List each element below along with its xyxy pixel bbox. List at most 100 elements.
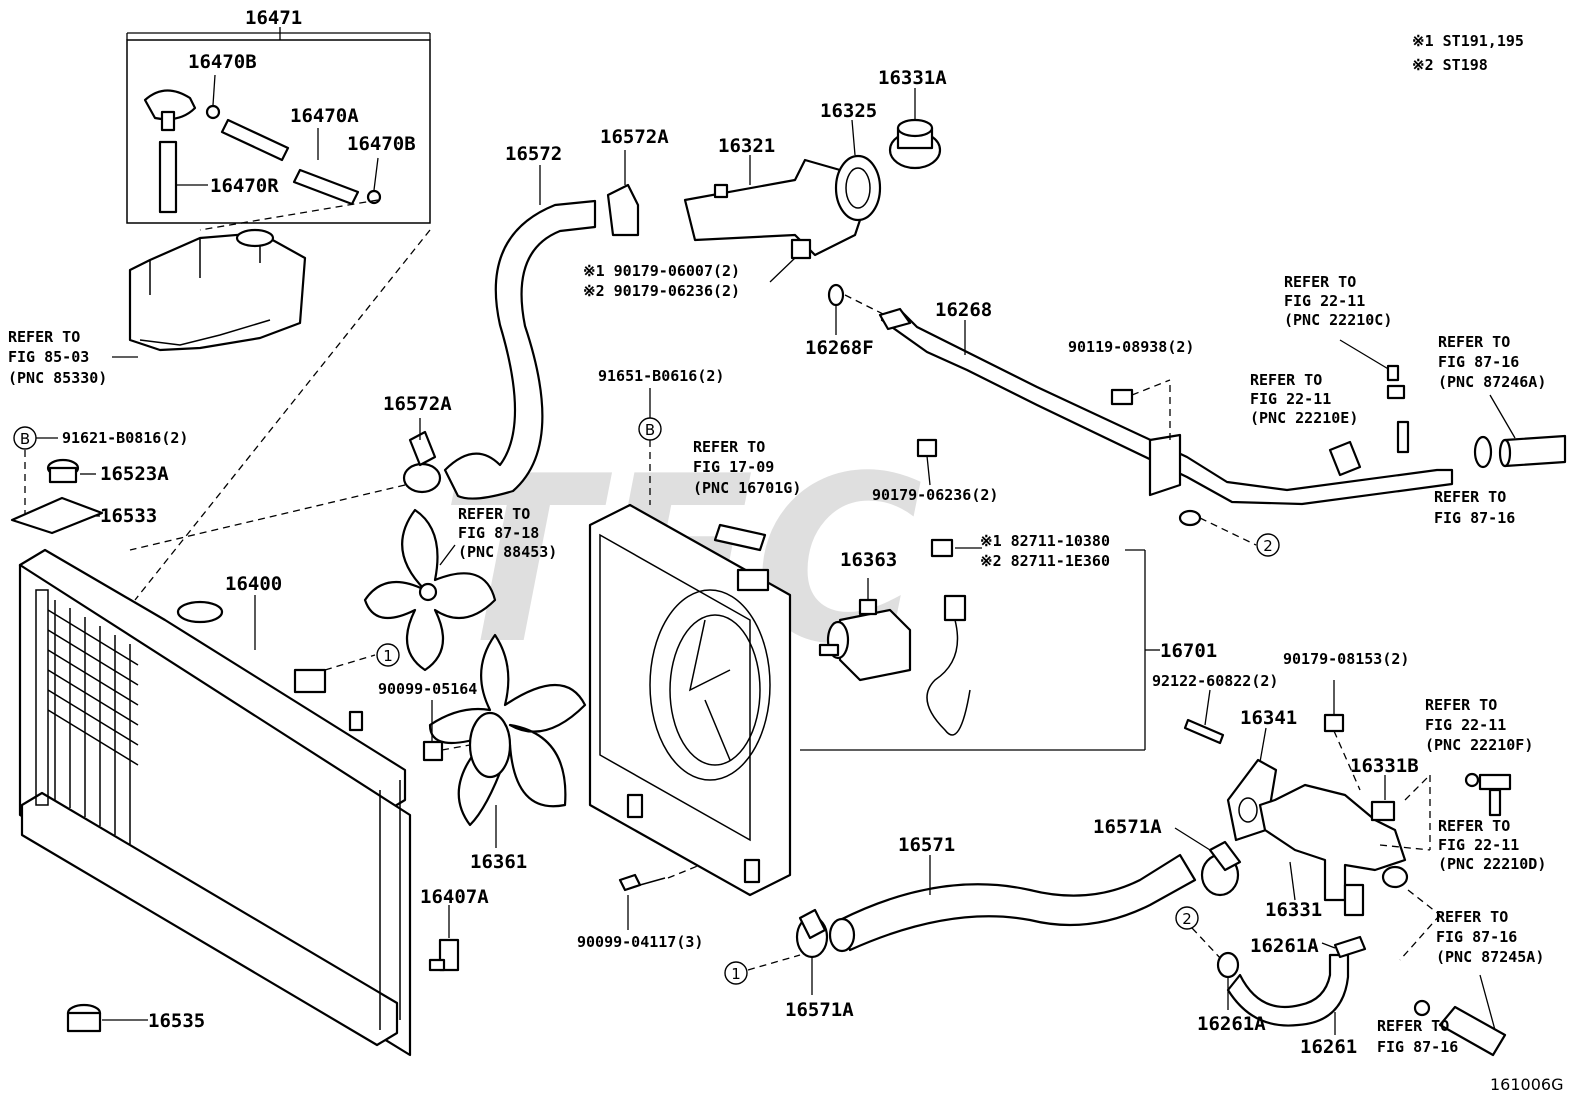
ref-16701G: REFER TO FIG 17-09 (PNC 16701G) xyxy=(693,438,801,497)
stud-92122 xyxy=(1183,718,1225,745)
svg-text:(PNC 87246A): (PNC 87246A) xyxy=(1438,373,1546,391)
label-90179-08153: 90179-08153(2) xyxy=(1283,650,1409,668)
svg-text:1: 1 xyxy=(731,965,741,983)
cushion-16523A xyxy=(46,458,80,484)
fan-ref-88453 xyxy=(363,508,497,672)
svg-text:(PNC 22210D): (PNC 22210D) xyxy=(1438,855,1546,873)
label-16571: 16571 xyxy=(898,834,955,856)
hose-16261 xyxy=(1226,953,1350,1027)
nut-90179-08153 xyxy=(1323,713,1345,733)
marker-b-left: B xyxy=(13,426,37,450)
svg-text:B: B xyxy=(645,421,655,439)
label-16361: 16361 xyxy=(470,851,527,873)
marker-1-lower: 1 xyxy=(724,961,748,985)
cushion-16535 xyxy=(66,1003,102,1033)
hose-clamp-16572A-lower xyxy=(402,430,442,494)
svg-text:(PNC 87245A): (PNC 87245A) xyxy=(1436,948,1544,966)
svg-text:REFER TO: REFER TO xyxy=(1284,273,1356,291)
label-90099-04117: 90099-04117(3) xyxy=(577,933,703,951)
label-16363: 16363 xyxy=(840,549,897,571)
label-16261: 16261 xyxy=(1300,1036,1357,1058)
ref-88453: REFER TO FIG 87-18 (PNC 88453) xyxy=(458,505,557,561)
label-16535: 16535 xyxy=(148,1010,205,1032)
label-90179-06236-a: ※2 90179-06236(2) xyxy=(583,282,740,300)
svg-text:REFER TO: REFER TO xyxy=(1377,1017,1449,1035)
water-inlet-16331 xyxy=(1258,783,1409,917)
reservoir-cap-part xyxy=(143,89,197,132)
note-st191: ※1 ST191,195 xyxy=(1412,32,1524,50)
pipe-stub-22210C xyxy=(1386,364,1400,382)
label-16331B: 16331B xyxy=(1350,755,1419,777)
ref-22210E: REFER TO FIG 22-11 (PNC 22210E) xyxy=(1250,371,1358,427)
water-bypass-pipe-16268 xyxy=(878,307,1454,527)
hose-clamp-16571A-lower xyxy=(795,908,829,959)
label-16470A: 16470A xyxy=(290,105,359,127)
ref-22210D: REFER TO FIG 22-11 (PNC 22210D) xyxy=(1438,817,1546,873)
label-16701: 16701 xyxy=(1160,640,1217,662)
hose-87246A xyxy=(1473,434,1567,469)
svg-text:REFER TO: REFER TO xyxy=(458,505,530,523)
label-16572A-upper: 16572A xyxy=(600,126,669,148)
stub-22210E xyxy=(1396,420,1410,454)
coolant-reservoir-tank xyxy=(128,228,307,352)
figure-code: 161006G xyxy=(1490,1075,1563,1094)
label-16470R: 16470R xyxy=(210,175,279,197)
svg-text:(PNC 22210E): (PNC 22210E) xyxy=(1250,409,1358,427)
svg-text:1: 1 xyxy=(383,647,393,665)
upper-radiator-hose-16572 xyxy=(443,199,597,500)
bolt-90179 xyxy=(790,238,812,260)
svg-text:FIG 17-09: FIG 17-09 xyxy=(693,458,774,476)
svg-text:FIG 87-16: FIG 87-16 xyxy=(1438,353,1519,371)
svg-text:FIG 87-16: FIG 87-16 xyxy=(1377,1038,1458,1056)
fan-shroud-16701 xyxy=(588,503,792,897)
ref-22210F: REFER TO FIG 22-11 (PNC 22210F) xyxy=(1425,696,1533,754)
svg-text:REFER TO: REFER TO xyxy=(1436,908,1508,926)
svg-text:2: 2 xyxy=(1263,537,1273,555)
svg-text:FIG 87-16: FIG 87-16 xyxy=(1436,928,1517,946)
nut-90099-05164 xyxy=(422,740,444,762)
svg-text:FIG 87-18: FIG 87-18 xyxy=(458,524,539,542)
label-16268: 16268 xyxy=(935,299,992,321)
marker-2-upper: 2 xyxy=(1256,533,1280,557)
stub-22210D xyxy=(1488,788,1502,817)
hose-clamp-16571A-right xyxy=(1200,840,1242,897)
svg-text:REFER TO: REFER TO xyxy=(1250,371,1322,389)
svg-text:REFER TO: REFER TO xyxy=(1425,696,1497,714)
ref-85330: REFER TO FIG 85-03 (PNC 85330) xyxy=(8,328,107,387)
label-16470B-1: 16470B xyxy=(188,51,257,73)
fan-motor-16363 xyxy=(818,598,912,682)
label-91651-B0616: 91651-B0616(2) xyxy=(598,367,724,385)
bolt-90119 xyxy=(1110,388,1134,406)
clip-22210E xyxy=(1386,384,1406,400)
ref-87-16-lower: REFER TO FIG 87-16 xyxy=(1377,1017,1458,1056)
ref-22210C: REFER TO FIG 22-11 (PNC 22210C) xyxy=(1284,273,1392,329)
lower-radiator-hose-16571 xyxy=(828,853,1197,953)
label-82711-1E360: ※2 82711-1E360 xyxy=(980,552,1110,570)
label-16533: 16533 xyxy=(100,505,157,527)
hose-clamp-16572A-upper xyxy=(606,183,640,237)
svg-text:(PNC 16701G): (PNC 16701G) xyxy=(693,479,801,497)
svg-text:FIG 87-16: FIG 87-16 xyxy=(1434,509,1515,527)
drain-cock-16407A xyxy=(428,938,460,972)
ref-87-16-upper: REFER TO FIG 87-16 xyxy=(1434,488,1515,527)
label-91621-B0816: 91621-B0816(2) xyxy=(62,429,188,447)
label-90179-06007: ※1 90179-06007(2) xyxy=(583,262,740,280)
hose-clamp-16261A-right xyxy=(1333,935,1367,959)
svg-text:2: 2 xyxy=(1182,910,1192,928)
label-16571A-right: 16571A xyxy=(1093,816,1162,838)
svg-text:REFER TO: REFER TO xyxy=(1434,488,1506,506)
ref-part-16701G xyxy=(713,523,767,552)
label-16261A-1: 16261A xyxy=(1250,935,1319,957)
svg-text:(PNC 22210F): (PNC 22210F) xyxy=(1425,736,1533,754)
label-90179-06236-b: 90179-06236(2) xyxy=(872,486,998,504)
gasket-16268F xyxy=(827,283,845,307)
label-16331: 16331 xyxy=(1265,899,1322,921)
label-90099-05164: 90099-05164 xyxy=(378,680,477,698)
nut-90179-06236 xyxy=(916,438,938,458)
hose-16470A-lower xyxy=(292,168,360,206)
svg-text:REFER TO: REFER TO xyxy=(693,438,765,456)
svg-text:FIG 85-03: FIG 85-03 xyxy=(8,348,89,366)
reservoir-hose-16470R xyxy=(158,140,178,214)
